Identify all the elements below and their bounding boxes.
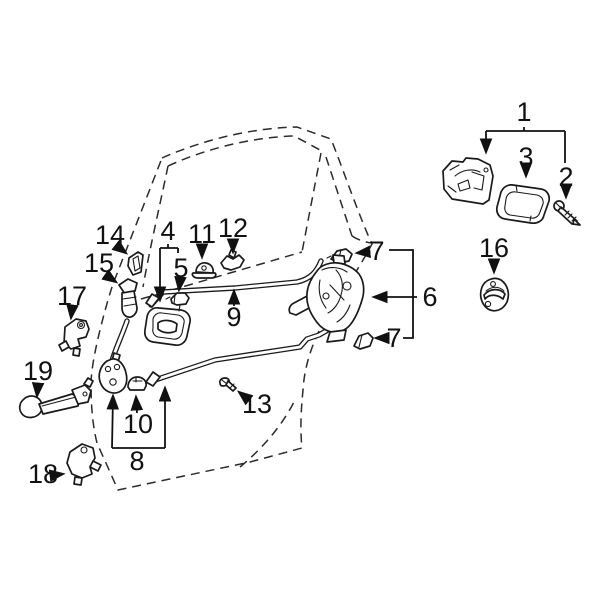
callout-17: 17 (57, 281, 87, 311)
window-inner-outline (167, 135, 323, 167)
callout-11: 11 (188, 219, 216, 249)
actuator-18 (66, 443, 102, 486)
callout-19: 19 (23, 356, 53, 386)
arrow-7-top (354, 245, 372, 259)
callout-1: 1 (516, 97, 531, 127)
callout-9: 9 (226, 302, 241, 332)
arrow-14 (111, 239, 129, 255)
callout-18: 18 (28, 459, 58, 489)
lock-rod-upper-tip (145, 293, 160, 308)
screw-13 (218, 377, 237, 392)
door-lock-actuator-6 (288, 254, 365, 343)
clip-10 (127, 376, 147, 391)
door-outline-group (90, 126, 373, 491)
exterior-handle-frame (442, 157, 494, 205)
callout-8: 8 (129, 446, 144, 476)
callout-leaders (31, 127, 573, 482)
door-check-19 (18, 377, 94, 419)
arrow-15 (101, 269, 119, 284)
handle-rod-lower-tip (145, 371, 161, 387)
callout-12: 12 (218, 213, 248, 243)
callout-14: 14 (95, 220, 125, 250)
handle-screw (553, 200, 581, 226)
wheel-arch-line (239, 399, 296, 468)
callout-3: 3 (518, 142, 533, 172)
beltline (140, 251, 303, 300)
callout-15: 15 (84, 248, 114, 278)
arrow-5 (174, 275, 187, 293)
arrow-17 (66, 303, 79, 321)
quarter-window-bottom (351, 235, 372, 244)
clip-12-body (220, 254, 245, 271)
control-rods (109, 258, 336, 387)
cushion-pad-14 (127, 251, 144, 276)
bracket-6-7 (389, 249, 417, 339)
callout-6: 6 (422, 282, 437, 312)
bracket-4 (160, 244, 179, 253)
lock-knob-15 (118, 278, 138, 318)
callout-10: 10 (123, 409, 153, 439)
callout-labels: 1 3 2 16 7 6 7 9 12 11 4 5 14 15 17 19 1… (23, 97, 574, 489)
arrow-19 (31, 382, 45, 399)
arrow-10 (130, 394, 144, 414)
arrow-18 (48, 469, 66, 482)
clip-7-lower (353, 332, 374, 350)
arrow-8-left (106, 393, 120, 449)
callout-16: 16 (479, 233, 509, 263)
arrow-13 (236, 390, 254, 406)
callout-7-top: 7 (369, 236, 384, 266)
clip-5 (165, 292, 190, 312)
door-outer-outline (90, 126, 373, 491)
handle-gasket (495, 184, 551, 225)
lock-lever-16 (479, 277, 510, 312)
grommet-11 (191, 262, 217, 279)
bracket-17 (58, 318, 90, 357)
quarter-window-front-pillar (301, 152, 322, 253)
latch-plate-8 (98, 352, 128, 394)
callout-13: 13 (242, 389, 272, 419)
highlighted-clip-12 (220, 249, 245, 271)
callout-4: 4 (160, 216, 175, 246)
window-front-edge (142, 165, 169, 288)
inside-handle-bezel-4 (143, 307, 191, 346)
callout-5: 5 (173, 253, 188, 283)
callout-7-bottom: 7 (386, 323, 401, 353)
quarter-window-rear-pillar (325, 156, 353, 237)
callout-2: 2 (558, 162, 573, 192)
bracket-1 (486, 127, 566, 163)
